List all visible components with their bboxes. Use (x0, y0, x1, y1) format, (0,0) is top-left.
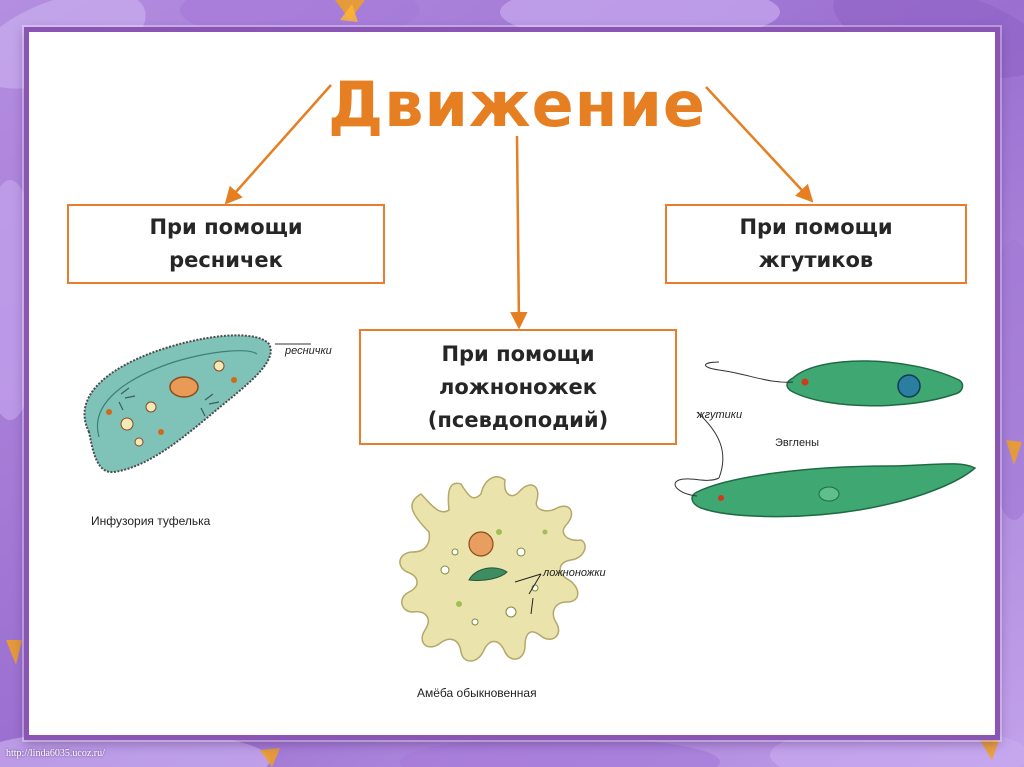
flagella-box: При помощи жгутиков (665, 204, 967, 284)
amoeba-illustration: ложноножки (399, 476, 606, 662)
arrow-to-flagella (705, 86, 814, 203)
pseudopodia-box: При помощи ложноножек (псевдоподий) (359, 329, 677, 445)
arrow-to-cilia (224, 84, 332, 205)
paramecium-illustration: реснички (83, 334, 332, 474)
arrow-to-pseudopodia (510, 135, 528, 330)
slide-title: Движение (328, 68, 706, 141)
cilia-label: реснички (284, 345, 332, 357)
source-url: http://linda6035.ucoz.ru/ (6, 748, 105, 759)
pseudopodia-label: ложноножки (542, 567, 606, 579)
cilia-box: При помощи ресничек (67, 204, 385, 284)
slide-panel: Движение реснички (24, 27, 1000, 740)
euglena-illustration: жгутики Эвглены (674, 360, 977, 518)
euglena-label: Эвглены (775, 437, 819, 449)
paramecium-caption: Инфузория туфелька (91, 514, 211, 528)
flagella-label: жгутики (696, 409, 742, 421)
amoeba-caption: Амёба обыкновенная (417, 686, 537, 700)
diagram-layer: реснички ложноножки (83, 84, 977, 662)
